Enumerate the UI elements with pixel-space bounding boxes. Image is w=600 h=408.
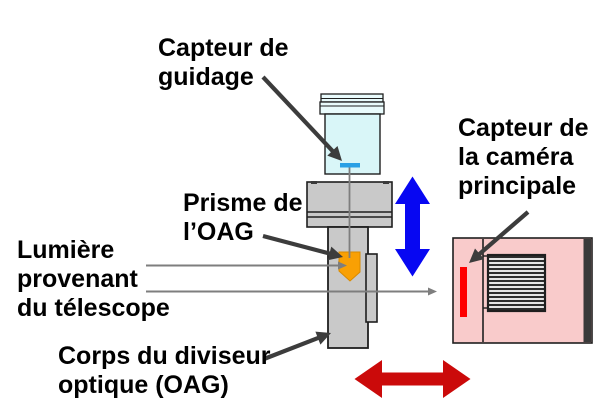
label-oag-body: Corps du diviseur optique (OAG) [58,342,271,399]
main-sensor-chip [460,267,467,317]
horizontal-motion-arrow [354,360,471,398]
oag-side-flange [365,253,378,323]
oag-column-body [327,226,369,349]
oag-body-pointer-line [263,335,321,361]
guide-sensor-chip [340,163,360,168]
label-telescope-light: Lumière provenant du télescope [17,236,170,322]
label-guide-sensor: Capteur de guidage [158,34,289,91]
light-ray-lower-arrowhead [428,287,437,296]
guide-sensor-pointer-head [327,146,342,161]
vertical-motion-arrow [395,176,430,277]
guide-sensor-pointer-line [261,75,336,154]
oag-body-pointer-head [315,331,331,345]
label-oag-prism: Prisme de l’OAG [183,189,303,246]
main-camera-back-band [583,239,591,342]
main-camera-shutter [486,253,547,313]
prism-pointer-line [262,233,332,257]
focuser-screw-left [311,181,317,184]
light-ray-upper-arrowhead [338,261,347,270]
label-main-camera-sensor: Capteur de la caméra principale [458,114,589,200]
focuser-screw-right [383,181,389,184]
prism-pointer-head [327,246,343,261]
guide-camera-ring-bottom [319,101,385,115]
main-sensor-pointer-line [476,210,530,257]
main-sensor-pointer-head [469,248,485,263]
